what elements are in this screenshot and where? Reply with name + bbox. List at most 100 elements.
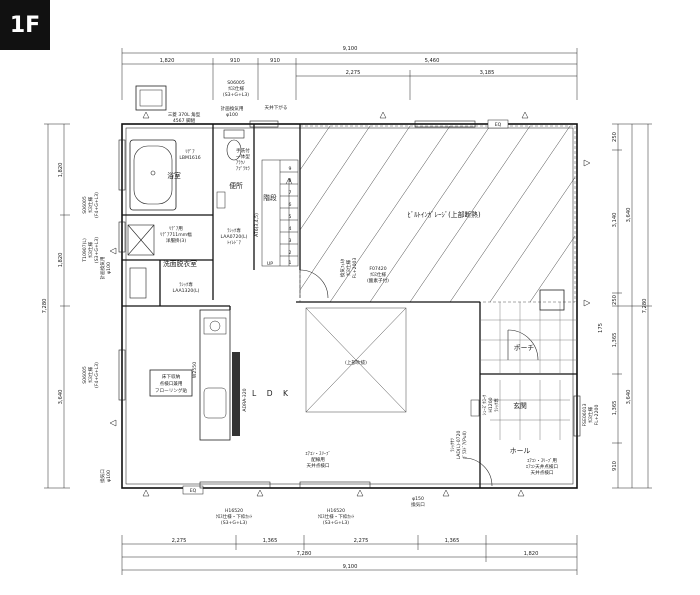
- note-laundry: ﾗｼｯｸ専 LAA1320(L): [173, 281, 200, 294]
- svg-text:計画換気用: 計画換気用: [221, 105, 244, 112]
- kitchen-counter: [199, 309, 240, 441]
- dim-right-small: 175: [598, 323, 604, 333]
- svg-text:天井点検口: 天井点検口: [307, 462, 330, 469]
- svg-text:換気ﾌｨﾙﾀ: 換気ﾌｨﾙﾀ: [339, 259, 346, 277]
- svg-text:フローリング貼: フローリング貼: [155, 387, 188, 394]
- note-f07420: F07420 ｸﾛｽ仕様 (酸素子付): [367, 266, 389, 284]
- svg-text:LAA1320(L): LAA1320(L): [173, 288, 200, 294]
- dim-right-i4: 1,365: [612, 333, 618, 348]
- svg-text:三菱 370L 角型: 三菱 370L 角型: [168, 111, 201, 118]
- svg-text:T10907(L): T10907(L): [82, 238, 88, 263]
- svg-text:ﾘﾃﾞｱ: ﾘﾃﾞｱ: [185, 148, 195, 155]
- toilet-fixture: [223, 129, 245, 161]
- svg-text:床下収納: 床下収納: [162, 373, 181, 380]
- dim-bottom-2: 1,365: [263, 538, 278, 544]
- svg-text:ﾗｼｯｸ専: ﾗｼｯｸ専: [227, 227, 241, 234]
- label-garage: ﾋﾞﾙﾄｲﾝｶﾞﾚｰｼﾞ(上部断熱): [407, 210, 481, 219]
- note-water-heater: 三菱 370L 角型 4567 脚組: [168, 111, 201, 124]
- porch-tiles: [480, 302, 577, 374]
- svg-text:LAA0720(L): LAA0720(L): [221, 234, 248, 240]
- svg-text:H1200: H1200: [488, 397, 494, 412]
- label-bath: 浴室: [167, 171, 181, 180]
- dim-bottom-3: 2,275: [354, 538, 369, 544]
- svg-text:ｸﾛｽ仕様: ｸﾛｽ仕様: [87, 367, 94, 383]
- note-kitchen-width: W2550: [192, 362, 198, 378]
- eq-markers: EQ EQ: [182, 119, 509, 495]
- svg-text:ｸﾛｽ仕様・下枠ｶｯﾄ: ｸﾛｽ仕様・下枠ｶｯﾄ: [318, 513, 355, 520]
- svg-text:LAD(L)-0720: LAD(L)-0720: [456, 431, 462, 460]
- svg-text:2: 2: [289, 250, 292, 256]
- svg-text:ｶﾞﾗｽﾄﾞｱ(Pull): ｶﾞﾗｽﾄﾞｱ(Pull): [461, 431, 468, 459]
- interior-walls: [122, 124, 577, 488]
- svg-text:LBM1616: LBM1616: [179, 155, 200, 161]
- svg-text:ｴｱｺﾝ天井点検口: ｴｱｺﾝ天井点検口: [526, 463, 559, 470]
- note-left-windows: S06005 ｸﾛｽ仕様 (F4+G+L3) T10907(L) ｸﾛｽ仕様 (…: [82, 192, 112, 483]
- dim-right-overall: 7,280: [642, 299, 648, 314]
- note-toilet-door: ﾗｼｯｸ専 LAA0720(L) ﾄｲﾚﾄﾞｱ: [221, 227, 248, 246]
- svg-text:ﾘﾃﾞｱ711mm幅: ﾘﾃﾞｱ711mm幅: [160, 231, 192, 238]
- note-vent-bottom: φ150 換気口: [411, 496, 425, 508]
- svg-text:FL+2200: FL+2200: [594, 405, 600, 426]
- svg-text:天井点検口: 天井点検口: [531, 469, 554, 476]
- top-dimensions: 9,100 1,820 910 910 5,460 2,275 3,185: [121, 46, 578, 100]
- dim-right-i3: 250: [612, 295, 618, 305]
- svg-text:H16520: H16520: [225, 508, 243, 514]
- svg-text:4: 4: [289, 226, 292, 232]
- wash-basin: [127, 224, 155, 299]
- svg-text:EQ: EQ: [495, 122, 502, 128]
- svg-text:ｱﾗｳﾉ: ｱﾗｳﾉ: [236, 160, 245, 166]
- water-heater: [135, 85, 167, 111]
- label-ldk: L D K: [252, 389, 292, 398]
- note-shoe-closet: ｼｭｰｽﾞｸﾛｰｸ H1200 ﾗｼｯｸ専: [481, 394, 500, 415]
- note-toilet-fixtures: 手洗付 一体型 ｱﾗｳﾉ ｱﾌﾟﾗｾﾗ: [236, 147, 250, 172]
- label-ceiling-lower: 天井下がる: [265, 104, 288, 111]
- svg-text:3: 3: [289, 238, 292, 244]
- note-atnd: AT6(3,4,5): [254, 213, 260, 237]
- floor-badge: 1F: [0, 0, 50, 50]
- svg-text:ｸﾛｽ仕様: ｸﾛｽ仕様: [587, 407, 594, 423]
- dim-top-4: 5,460: [425, 58, 440, 64]
- svg-text:ﾗｼｯｸｻﾂ: ﾗｼｯｸｻﾂ: [450, 437, 456, 451]
- entrance-tiles: [490, 380, 570, 440]
- dim-right-i6: 910: [612, 461, 618, 471]
- svg-text:H16520: H16520: [327, 508, 345, 514]
- note-bottom-window-2: H16520 ｸﾛｽ仕様・下枠ｶｯﾄ (S3+G+L3): [318, 508, 355, 526]
- label-hall: ホール: [510, 447, 531, 455]
- garage-hatch: [300, 126, 575, 302]
- dim-top-3: 910: [270, 58, 280, 64]
- svg-text:ｸﾛｽ仕様: ｸﾛｽ仕様: [228, 85, 244, 92]
- svg-text:(酸素子付): (酸素子付): [367, 277, 389, 284]
- svg-text:5: 5: [289, 214, 292, 220]
- label-up: UP: [267, 261, 273, 267]
- svg-text:洋服掛(3): 洋服掛(3): [166, 237, 186, 244]
- svg-text:配線用: 配線用: [311, 456, 325, 463]
- dim-left-1: 1,820: [58, 163, 64, 178]
- svg-text:ﾗｼｯｸ専: ﾗｼｯｸ専: [179, 281, 193, 288]
- left-dimensions: 1,820 1,820 3,640 7,280: [42, 123, 70, 489]
- svg-text:6: 6: [289, 202, 292, 208]
- label-entrance: 玄関: [513, 401, 527, 410]
- bottom-dimensions: 2,275 1,365 2,275 1,365 7,280 1,820 9,10…: [121, 535, 578, 575]
- note-eave: 換気ﾌｨﾙﾀ ｸﾛｽ仕様 FL+2003: [339, 258, 358, 279]
- svg-text:計画換気用: 計画換気用: [99, 256, 106, 279]
- svg-text:(S3+G+L3): (S3+G+L3): [94, 237, 100, 263]
- svg-text:FSE06013: FSE06013: [582, 403, 588, 426]
- section-markers: [109, 111, 591, 497]
- svg-text:8: 8: [289, 178, 292, 184]
- note-vent: 計画換気用 φ100: [221, 105, 244, 118]
- note-lanai-window: FSE06013 ｸﾛｽ仕様 FL+2200: [582, 403, 600, 426]
- label-porch: ポーチ: [514, 344, 535, 352]
- svg-text:ﾄｲﾚﾄﾞｱ: ﾄｲﾚﾄﾞｱ: [227, 239, 241, 246]
- open-above: [305, 307, 407, 413]
- svg-text:1: 1: [289, 260, 292, 266]
- dim-bottom-4: 1,365: [445, 538, 460, 544]
- dim-bottom-6: 1,820: [524, 551, 539, 557]
- dim-right-o1: 3,640: [626, 208, 632, 223]
- right-dimensions: 250 3,140 250 1,365 1,365 910 3,640 3,64…: [598, 123, 652, 489]
- svg-text:S06005: S06005: [227, 80, 245, 86]
- svg-text:ｼｭｰｽﾞｸﾛｰｸ: ｼｭｰｽﾞｸﾛｰｸ: [481, 394, 488, 415]
- svg-text:9: 9: [289, 166, 292, 172]
- svg-text:S06005: S06005: [82, 366, 88, 384]
- label-toilet: 便所: [229, 181, 243, 190]
